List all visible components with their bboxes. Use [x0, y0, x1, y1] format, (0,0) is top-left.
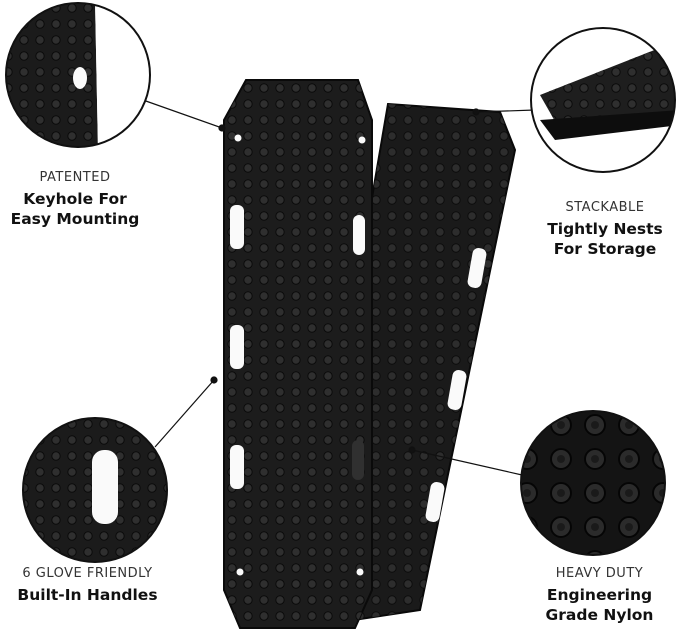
callout-leaders	[142, 99, 536, 476]
zoom-nylon-studs	[520, 410, 666, 556]
handle-slot	[230, 205, 244, 249]
callout-kicker: 6 GLOVE FRIENDLY	[22, 566, 153, 581]
zoom-handle	[22, 417, 168, 563]
callout-title-line: Grade Nylon	[545, 606, 654, 624]
callout-keyhole: PATENTED Keyhole For Easy Mounting	[0, 170, 150, 229]
zoom-stacking	[530, 27, 676, 173]
rear-handle-slot	[425, 482, 445, 522]
callout-title-line: Keyhole For	[23, 190, 127, 208]
keyhole-mount	[236, 568, 244, 576]
keyhole-mount	[234, 134, 242, 142]
callout-kicker: HEAVY DUTY	[555, 566, 644, 581]
zoom-keyhole	[5, 2, 151, 148]
handle-slot	[353, 215, 365, 255]
callout-title-line: Built-In Handles	[17, 586, 158, 604]
callout-kicker: PATENTED	[39, 170, 111, 185]
callout-title-line: For Storage	[553, 240, 657, 258]
callout-kicker: STACKABLE	[565, 200, 645, 215]
handle-slot	[230, 325, 244, 369]
callout-title-line: Engineering	[546, 586, 653, 604]
callout-title-line: Easy Mounting	[10, 210, 140, 228]
rear-handle-slot	[467, 248, 487, 288]
callout-title-line: Tightly Nests	[547, 220, 663, 238]
handle-slot	[230, 445, 244, 489]
keyhole-mount	[356, 568, 364, 576]
front-traction-board	[223, 79, 373, 629]
callout-stackable: STACKABLE Tightly Nests For Storage	[530, 200, 679, 259]
handle-slot	[352, 440, 364, 480]
callout-nylon: HEAVY DUTY Engineering Grade Nylon	[520, 566, 679, 625]
callout-handles: 6 GLOVE FRIENDLY Built-In Handles	[0, 566, 175, 605]
rear-handle-slot	[447, 370, 467, 410]
keyhole-mount	[358, 136, 366, 144]
